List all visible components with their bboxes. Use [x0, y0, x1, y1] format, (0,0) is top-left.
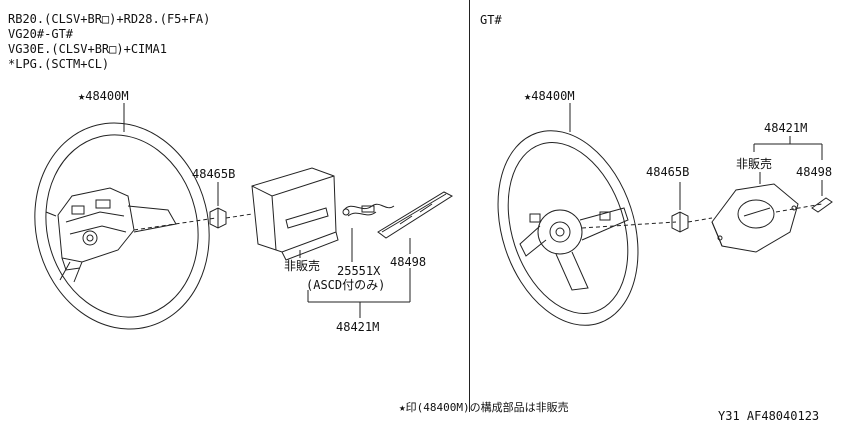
applicability-line: VG30E.(CLSV+BR□)+CIMA1: [8, 42, 167, 56]
right-ornament: [811, 197, 833, 213]
part-label-wheel-left: ★48400M: [78, 89, 129, 103]
part-label-wheel-right: ★48400M: [524, 89, 575, 103]
right-steering-wheel: [497, 130, 639, 326]
left-ornament: [377, 191, 454, 239]
applicability-line: RB20.(CLSV+BR□)+RD28.(F5+FA): [8, 12, 211, 26]
switch-note: (ASCD付のみ): [306, 278, 386, 292]
panel-title-right: GT#: [480, 13, 502, 27]
ascd-switch: [342, 203, 395, 217]
applicability-block: RB20.(CLSV+BR□)+RD28.(F5+FA) VG20#-GT# V…: [8, 12, 210, 72]
applicability-line: VG20#-GT#: [8, 27, 74, 41]
diagram-code: Y31 AF48040123: [718, 409, 820, 423]
left-steering-wheel: [34, 122, 210, 330]
part-label-ornament-left: 48498: [390, 255, 427, 269]
left-horn-pad: [251, 167, 339, 261]
footer-note: ★印(48400M)の構成部品は非販売: [399, 401, 569, 414]
part-label-ornament-right: 48498: [796, 165, 833, 179]
panel-divider: [469, 0, 470, 412]
part-label-pad-assy-left: 48421M: [336, 320, 380, 334]
right-nut: [671, 211, 689, 233]
part-label-pad-assy-right: 48421M: [764, 121, 808, 135]
not-sold-label-right: 非販売: [736, 157, 773, 171]
not-sold-label-left: 非販売: [284, 259, 321, 273]
applicability-line: *LPG.(SCTM+CL): [8, 57, 110, 71]
part-label-switch: 25551X: [337, 264, 381, 278]
part-label-nut-right: 48465B: [646, 165, 690, 179]
part-label-nut-left: 48465B: [192, 167, 236, 181]
right-horn-pad: [711, 183, 799, 253]
axis-line-right: [581, 221, 677, 229]
left-nut: [209, 207, 227, 229]
